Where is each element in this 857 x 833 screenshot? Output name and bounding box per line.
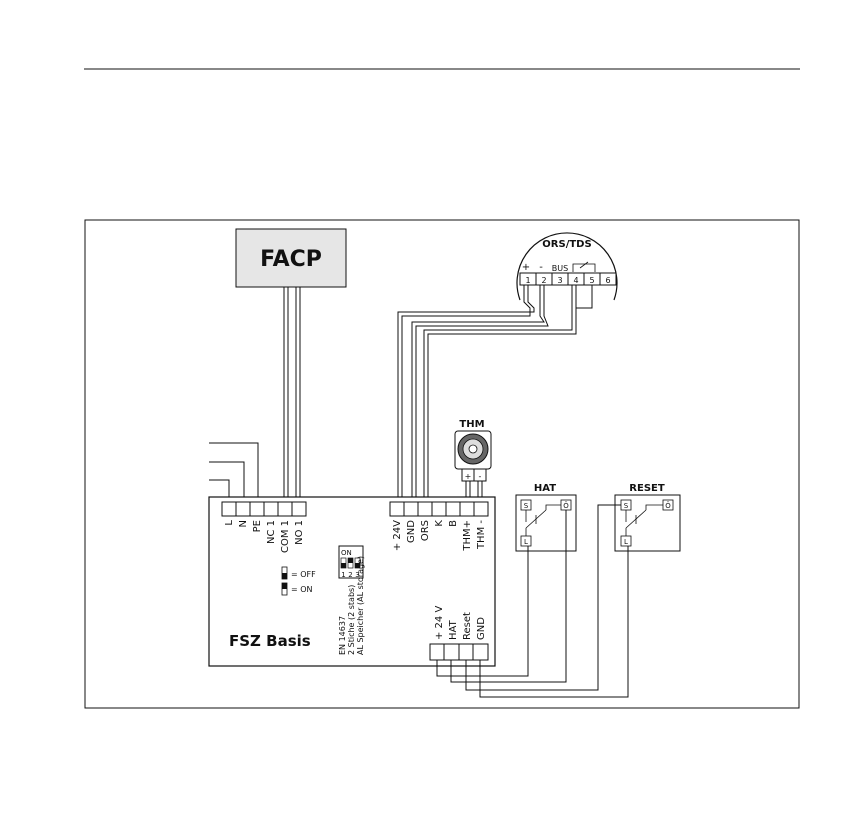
- ors-terminal-1: 1: [525, 276, 530, 285]
- fsz-note-line-3: AL Speicher (AL storage): [356, 556, 365, 655]
- ors-jumper: [576, 285, 592, 308]
- hat-o: Ö: [563, 501, 569, 510]
- fsz-bus-label-ors: ORS: [420, 520, 431, 541]
- fsz-title: FSZ Basis: [229, 632, 311, 650]
- ors-terminal-4: 4: [573, 276, 578, 285]
- fsz-basis-unit: L N PE NC 1 COM 1 NO 1 + 24V GND ORS K B…: [209, 497, 495, 666]
- dip-legend-on: = ON: [291, 585, 313, 594]
- hat-s: S: [524, 502, 529, 510]
- fsz-bus-label-24v: + 24V: [392, 520, 403, 551]
- ors-plus: +: [522, 262, 530, 273]
- hat-switch: HAT S Ö L: [516, 483, 576, 551]
- mains-feed-lines: [209, 443, 258, 502]
- facp-label: FACP: [260, 247, 322, 272]
- fsz-bus-terminals: [390, 502, 488, 516]
- ors-terminal-5: 5: [589, 276, 594, 285]
- facp-panel: FACP: [236, 229, 346, 287]
- fsz-bus-label-thm-plus: THM+: [462, 520, 473, 552]
- hat-l: L: [524, 538, 528, 546]
- fsz-bottom-label-24v: + 24 V: [434, 606, 445, 640]
- dip-on-label: ON: [341, 549, 352, 557]
- fsz-bus-label-b: B: [448, 520, 459, 527]
- fsz-bus-label-gnd: GND: [406, 520, 417, 543]
- fsz-mains-label-nc1: NC 1: [266, 520, 277, 544]
- facp-cables: [284, 287, 300, 502]
- fsz-bus-label-thm-minus: THM -: [476, 520, 487, 550]
- thm-plus: +: [465, 472, 472, 481]
- fsz-bottom-label-gnd: GND: [476, 617, 487, 640]
- fsz-bottom-label-hat: HAT: [448, 619, 459, 640]
- ors-title: ORS/TDS: [542, 239, 591, 250]
- ors-terminal-2: 2: [541, 276, 546, 285]
- fsz-mains-label-l: L: [224, 520, 235, 526]
- thm-sensor: THM + -: [455, 419, 491, 481]
- fsz-bottom-label-reset: Reset: [462, 612, 473, 640]
- ors-terminal-6: 6: [605, 276, 610, 285]
- ors-terminal-3: 3: [557, 276, 562, 285]
- dip-num-2: 2: [348, 571, 352, 579]
- thm-minus: -: [479, 472, 482, 481]
- reset-s: S: [624, 502, 629, 510]
- fsz-mains-label-com1: COM 1: [280, 520, 291, 553]
- reset-o: Ö: [665, 501, 671, 510]
- fsz-note-line-2: 2 Stiche (2 stabs): [347, 585, 356, 655]
- fsz-mains-label-n: N: [238, 520, 249, 527]
- hat-title: HAT: [534, 483, 556, 494]
- ors-tds-detector: ORS/TDS + - BUS 1 2 3 4 5 6: [517, 233, 617, 308]
- fsz-mains-label-no1: NO 1: [294, 520, 305, 545]
- reset-switch: RESET S Ö L: [615, 483, 680, 551]
- ors-bus-label: BUS: [552, 264, 568, 273]
- ors-minus: -: [539, 262, 543, 273]
- reset-title: RESET: [629, 483, 665, 494]
- fsz-bus-label-k: K: [434, 520, 445, 527]
- fsz-mains-label-pe: PE: [252, 520, 263, 532]
- reset-l: L: [624, 538, 628, 546]
- thm-title: THM: [459, 419, 484, 430]
- dip-legend-off: = OFF: [291, 570, 316, 579]
- dip-num-1: 1: [341, 571, 345, 579]
- fsz-note-line-1: EN 14637: [338, 616, 347, 655]
